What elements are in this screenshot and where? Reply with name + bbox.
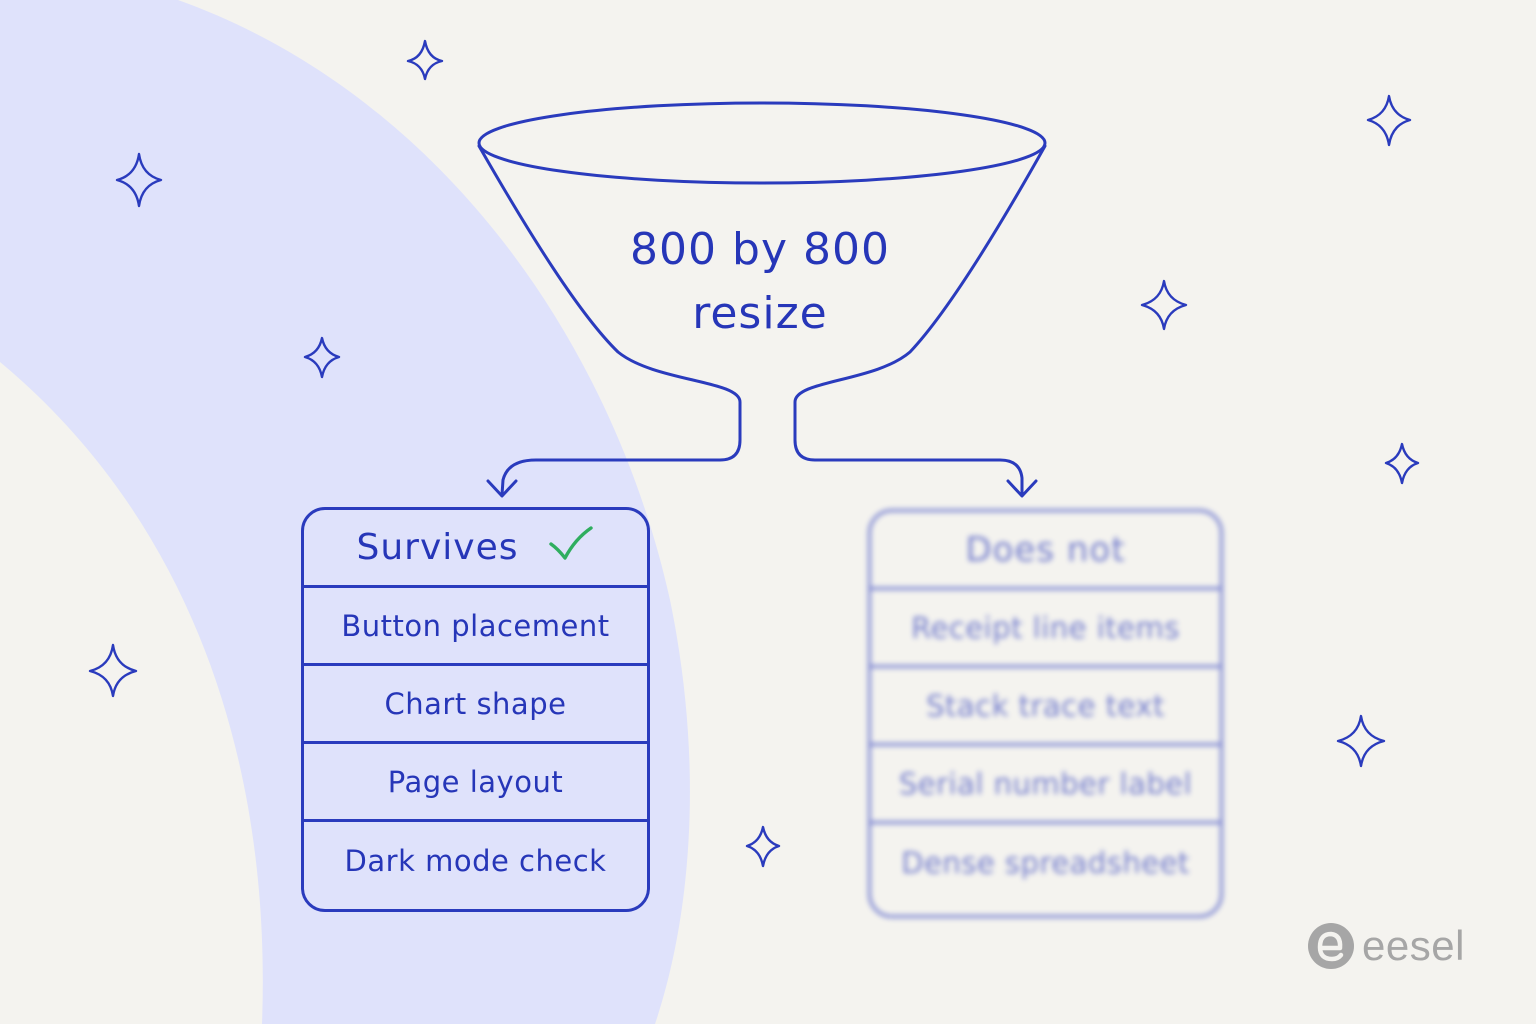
survives-item: Chart shape bbox=[304, 666, 647, 744]
eesel-logo-icon bbox=[1308, 923, 1354, 969]
sparkle-icon bbox=[115, 152, 163, 208]
does-not-item: Receipt line items bbox=[871, 590, 1220, 668]
does-not-title: Does not bbox=[965, 529, 1126, 570]
survives-card-header: Survives bbox=[304, 510, 647, 588]
sparkle-icon bbox=[303, 336, 341, 379]
survives-item: Button placement bbox=[304, 588, 647, 666]
sparkle-icon bbox=[1336, 714, 1386, 768]
sparkle-icon bbox=[406, 39, 444, 81]
survives-item: Page layout bbox=[304, 744, 647, 822]
funnel-icon bbox=[477, 101, 1047, 498]
sparkle-icon bbox=[88, 643, 138, 698]
arrow-down-icon bbox=[1006, 479, 1038, 498]
funnel-rim bbox=[477, 101, 1047, 185]
survives-card: Survives Button placement Chart shape Pa… bbox=[301, 507, 650, 912]
sparkle-icon bbox=[1140, 279, 1188, 331]
survives-item: Dark mode check bbox=[344, 844, 607, 878]
background-blob bbox=[0, 0, 690, 1024]
funnel-label-line2: resize bbox=[692, 288, 828, 339]
sparkle-icon bbox=[1384, 442, 1420, 485]
funnel-body bbox=[477, 144, 1047, 497]
does-not-item: Stack trace text bbox=[871, 668, 1220, 746]
arrow-down-icon bbox=[486, 479, 518, 498]
does-not-card: Does not Receipt line items Stack trace … bbox=[868, 509, 1223, 918]
funnel-label: 800 by 800 resize bbox=[560, 218, 960, 346]
sparkle-icon bbox=[745, 825, 781, 868]
brand-name: eesel bbox=[1362, 922, 1465, 969]
funnel-label-line1: 800 by 800 bbox=[630, 224, 890, 275]
does-not-item: Serial number label bbox=[871, 746, 1220, 824]
sparkle-icon bbox=[1366, 94, 1412, 147]
check-icon bbox=[548, 525, 594, 570]
does-not-card-header: Does not bbox=[871, 512, 1220, 590]
brand-logo: eesel bbox=[1306, 920, 1465, 972]
does-not-item: Dense spreadsheet bbox=[901, 846, 1190, 880]
survives-title: Survives bbox=[356, 527, 519, 568]
